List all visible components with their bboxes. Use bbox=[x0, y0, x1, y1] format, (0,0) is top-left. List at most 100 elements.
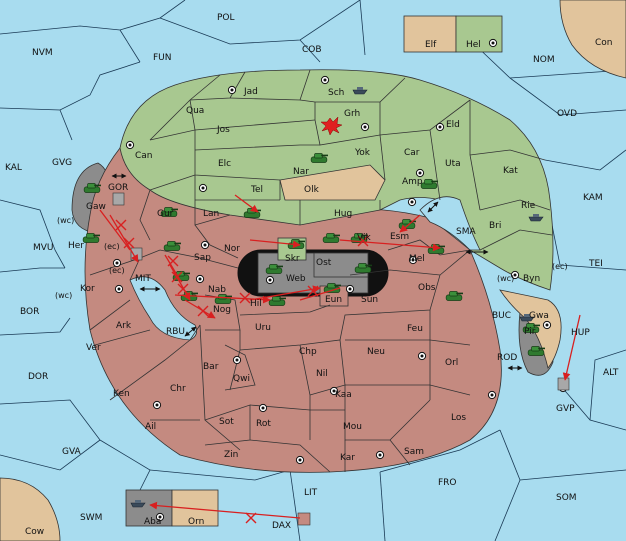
label-eld: Eld bbox=[446, 120, 460, 130]
label-orn: Orn bbox=[188, 517, 204, 527]
label-gur: Gur bbox=[157, 209, 174, 219]
label-gva: GVA bbox=[62, 447, 82, 457]
label-hug: Hug bbox=[334, 209, 352, 219]
label-bor: BOR bbox=[20, 307, 39, 317]
label-kaa: Kaa bbox=[335, 390, 352, 400]
label-uru: Uru bbox=[255, 323, 271, 333]
label-web: Web bbox=[286, 274, 306, 284]
unit-gor[interactable] bbox=[112, 192, 125, 206]
label-nvm: NVM bbox=[32, 48, 53, 58]
label-mit: MIT bbox=[135, 274, 151, 284]
label-gvp: GVP bbox=[556, 404, 575, 414]
label-ost: Ost bbox=[316, 258, 332, 268]
label-mel: Mel bbox=[409, 254, 425, 264]
sc-web bbox=[265, 275, 275, 285]
unit-dax[interactable] bbox=[297, 512, 311, 526]
label-nor: Nor bbox=[224, 244, 240, 254]
label-con: Con bbox=[595, 38, 613, 48]
label-gor: GOR bbox=[108, 183, 128, 193]
sc-grh bbox=[360, 122, 370, 132]
sc-los bbox=[487, 390, 497, 400]
label-lit: LIT bbox=[304, 488, 318, 498]
label-alt: ALT bbox=[603, 368, 619, 378]
label-vik: Vik bbox=[357, 233, 371, 243]
label-gvg: GVG bbox=[52, 158, 72, 168]
label-car: Car bbox=[404, 148, 420, 158]
label-kor-wc: (wc) bbox=[55, 291, 72, 300]
sc-kar bbox=[375, 450, 385, 460]
sc-qwi bbox=[232, 355, 242, 365]
sc-amp bbox=[415, 168, 425, 178]
label-elf: Elf bbox=[425, 40, 437, 50]
label-som: SOM bbox=[556, 493, 577, 503]
label-swm: SWM bbox=[80, 513, 102, 523]
sc-rot bbox=[258, 403, 268, 413]
sc-hel bbox=[488, 38, 498, 48]
label-skr: Skr bbox=[285, 254, 300, 264]
label-aba: Aba bbox=[144, 517, 161, 527]
labels: POL NVM FUN COB NOM OVD Con Elf Hel KAL … bbox=[5, 13, 619, 537]
label-her-wc: (wc) bbox=[57, 216, 74, 225]
label-sot: Sot bbox=[219, 417, 234, 427]
label-uta: Uta bbox=[445, 159, 461, 169]
label-buc: BUC bbox=[492, 311, 511, 321]
label-amp: Amp bbox=[402, 177, 423, 187]
province-elf[interactable] bbox=[403, 15, 457, 53]
label-sun: Sun bbox=[361, 295, 378, 305]
label-sam: Sam bbox=[404, 447, 424, 457]
label-her: Her bbox=[68, 241, 84, 251]
label-her-ec: (ec) bbox=[104, 242, 120, 251]
label-nar: Nar bbox=[293, 167, 309, 177]
label-hil: Hil bbox=[250, 299, 262, 309]
label-rie: Rie bbox=[521, 201, 536, 211]
label-yok: Yok bbox=[354, 148, 371, 158]
label-ken: Ken bbox=[113, 389, 130, 399]
province-gwa[interactable] bbox=[499, 289, 562, 369]
label-dax: DAX bbox=[272, 521, 291, 531]
label-obs: Obs bbox=[418, 283, 436, 293]
label-esm: Esm bbox=[390, 232, 409, 242]
label-hel: Hel bbox=[466, 40, 481, 50]
sc-ail bbox=[152, 400, 162, 410]
label-qua: Qua bbox=[186, 106, 204, 116]
sc-lan bbox=[198, 183, 208, 193]
label-tei: TEI bbox=[588, 259, 603, 269]
province-olk[interactable] bbox=[279, 164, 386, 201]
label-gwa: Gwa bbox=[529, 311, 549, 321]
sc-eun bbox=[345, 284, 355, 294]
convoy-arrows bbox=[111, 173, 523, 371]
north-borders bbox=[139, 69, 553, 259]
label-byn: Byn bbox=[523, 274, 540, 284]
label-olk: Olk bbox=[304, 185, 320, 195]
label-ark: Ark bbox=[116, 321, 132, 331]
label-cob: COB bbox=[302, 45, 322, 55]
label-pol: POL bbox=[217, 13, 235, 23]
label-byn-ec: (ec) bbox=[552, 262, 568, 271]
label-mit-ec: (ec) bbox=[109, 266, 125, 275]
sc-kor bbox=[114, 284, 124, 294]
label-mvu: MVU bbox=[33, 243, 54, 253]
label-kal: KAL bbox=[5, 163, 22, 173]
label-qwi: Qwi bbox=[233, 374, 250, 384]
sc-pir bbox=[542, 320, 552, 330]
label-jad: Jad bbox=[243, 87, 258, 97]
label-mou: Mou bbox=[343, 422, 362, 432]
label-byn-wc: (wc) bbox=[497, 274, 514, 283]
label-chp: Chp bbox=[299, 347, 317, 357]
label-fun: FUN bbox=[153, 53, 172, 63]
label-nom: NOM bbox=[533, 55, 555, 65]
province-con[interactable] bbox=[559, 0, 626, 79]
province-cow[interactable] bbox=[0, 477, 61, 541]
label-bar: Bar bbox=[203, 362, 219, 372]
label-rod: ROD bbox=[497, 353, 517, 363]
sc-nor bbox=[200, 240, 210, 250]
label-nil: Nil bbox=[316, 369, 328, 379]
label-cow: Cow bbox=[25, 527, 44, 537]
label-hup: HUP bbox=[571, 328, 590, 338]
label-ver: Ver bbox=[86, 343, 101, 353]
unit-gvp[interactable] bbox=[557, 377, 570, 391]
label-orl: Orl bbox=[445, 358, 458, 368]
label-nab: Nab bbox=[208, 285, 226, 295]
